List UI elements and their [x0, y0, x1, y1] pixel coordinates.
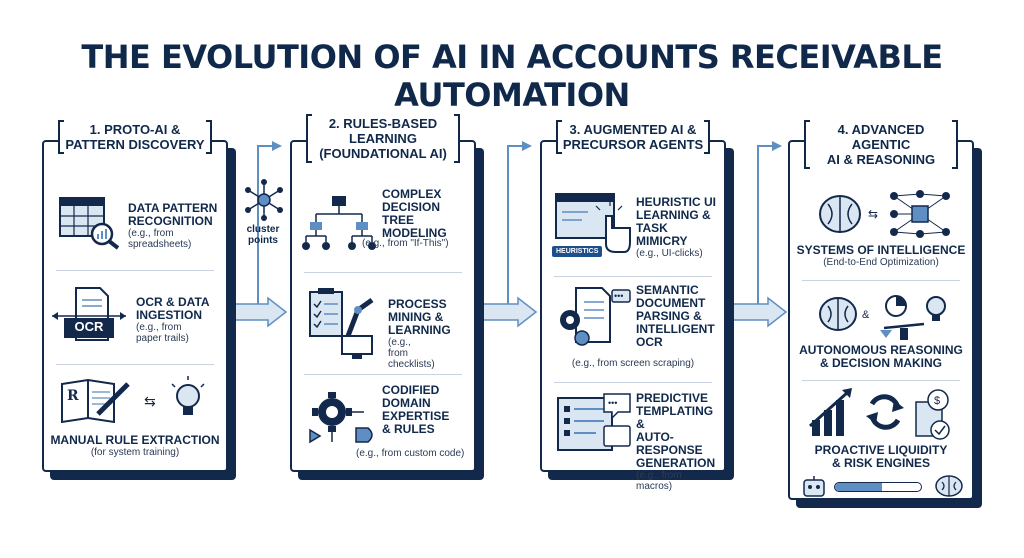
gear-logic-gates-icon	[309, 392, 373, 444]
ocr-badge: OCR	[74, 319, 104, 334]
robot-icon	[803, 476, 825, 497]
item-title: SEMANTIC DOCUMENT PARSING & INTELLIGENT …	[636, 283, 715, 349]
ocr-document-icon	[52, 287, 126, 341]
book-pen-lightbulb-icon: R ⇆	[61, 376, 205, 424]
checklist-robot-arm-icon	[309, 288, 374, 359]
document-gears-icon: •••	[560, 287, 631, 346]
item-example: (e.g., from macros)	[636, 470, 682, 492]
list-item: ⇆ SYSTEMS OF INTELLIGENCE (End-to-End Op…	[790, 178, 972, 278]
item-example: (e.g., from checklists)	[388, 337, 435, 370]
brain-neural-network-icon: ⇆	[819, 190, 950, 238]
item-example: (e.g., UI-clicks)	[636, 248, 703, 259]
column-rules-based: 2. RULES-BASED LEARNING (FOUNDATIONAL AI…	[290, 114, 484, 480]
svg-text:$: $	[934, 395, 940, 407]
arrow-3-to-4	[731, 141, 788, 328]
progress-bar	[834, 482, 922, 492]
item-example: (for system training)	[90, 447, 180, 458]
svg-text:R: R	[67, 388, 79, 404]
item-example: (e.g., from spreadsheets)	[128, 228, 192, 250]
list-item: ••• PREDICTIVE TEMPLATING & AUTO-RESPONS…	[542, 386, 724, 492]
list-item: DATA PATTERN RECOGNITION (e.g., from spr…	[44, 188, 226, 268]
spreadsheet-magnifier-icon	[59, 197, 120, 250]
item-title: DATA PATTERN RECOGNITION	[128, 201, 218, 228]
list-item: HEURISTICS HEURISTIC UI LEARNING & TASK …	[542, 182, 724, 276]
cluster-network-icon	[245, 179, 283, 221]
item-example: (e.g., from screen scraping)	[571, 358, 695, 369]
list-item: R ⇆ MANUAL RULE EXTRACTION (for system t…	[44, 368, 226, 470]
item-title: OCR & DATA INGESTION	[136, 295, 210, 322]
list-item: PROCESS MINING & LEARNING (e.g., from ch…	[292, 276, 474, 372]
arrow-2-to-3	[481, 141, 538, 328]
list-item: ••• SEMANTIC DOCUMENT PARSING & INTELLIG…	[542, 280, 724, 380]
item-title: CODIFIED DOMAIN EXPERTISE & RULES	[382, 383, 450, 436]
template-chat-icon: •••	[557, 393, 631, 451]
list-item: COMPLEX DECISION TREE MODELING (e.g., fr…	[292, 180, 474, 272]
item-example: (e.g., from custom code)	[356, 448, 465, 459]
list-item: & AUTONOMOUS REASONING & DECISION MAKING	[790, 284, 972, 378]
column-agentic-ai: 4. ADVANCED AGENTIC AI & REASONING ⇆ SYS…	[788, 120, 982, 508]
item-example: (e.g., from "If-This")	[362, 238, 449, 249]
column-heading: 2. RULES-BASED LEARNING (FOUNDATIONAL AI…	[306, 114, 460, 163]
column-augmented-ai: 3. AUGMENTED AI & PRECURSOR AGENTS HEURI…	[540, 120, 734, 492]
brain-scales-lightbulb-icon: &	[819, 295, 946, 340]
list-item: $ PROACTIVE LIQUIDITY & RISK ENGINES	[790, 382, 972, 500]
item-title: PROCESS MINING & LEARNING	[388, 297, 451, 337]
item-example: (End-to-End Optimization)	[823, 257, 939, 268]
brain-icon	[935, 475, 963, 497]
svg-text:•••: •••	[608, 398, 617, 408]
item-title: PREDICTIVE TEMPLATING & AUTO-RESPONSE GE…	[636, 391, 716, 470]
svg-text:•••: •••	[614, 291, 623, 301]
column-heading: 3. AUGMENTED AI & PRECURSOR AGENTS	[556, 120, 710, 154]
column-heading: 4. ADVANCED AGENTIC AI & REASONING	[804, 120, 958, 169]
item-title: HEURISTIC UI LEARNING & TASK MIMICRY	[636, 195, 717, 248]
item-example: (e.g., from paper trails)	[136, 322, 189, 344]
column-heading: 1. PROTO-AI & PATTERN DISCOVERY	[58, 120, 212, 154]
item-title: AUTONOMOUS REASONING & DECISION MAKING	[799, 343, 963, 370]
growth-chart-cycle-icon: $	[808, 388, 950, 440]
item-title: COMPLEX DECISION TREE MODELING	[382, 187, 447, 240]
item-title: MANUAL RULE EXTRACTION	[50, 433, 220, 447]
svg-text:⇆: ⇆	[144, 393, 156, 409]
cluster-points-label: cluster points	[246, 224, 280, 246]
arrow-1-to-2	[231, 141, 288, 328]
svg-text:⇆: ⇆	[868, 207, 878, 221]
page-title: THE EVOLUTION OF AI IN ACCOUNTS RECEIVAB…	[81, 38, 943, 114]
svg-text:&: &	[862, 309, 870, 321]
column-proto-ai: 1. PROTO-AI & PATTERN DISCOVERY DATA PAT…	[42, 120, 236, 480]
ui-cursor-hand-icon	[555, 193, 631, 253]
decision-tree-icon	[302, 196, 376, 250]
list-item: CODIFIED DOMAIN EXPERTISE & RULES (e.g.,…	[292, 378, 474, 472]
heuristics-badge: HEURISTICS	[552, 246, 603, 257]
item-title: SYSTEMS OF INTELLIGENCE	[796, 243, 966, 257]
item-title: PROACTIVE LIQUIDITY & RISK ENGINES	[814, 443, 948, 470]
list-item: OCR OCR & DATA INGESTION (e.g., from pap…	[44, 276, 226, 360]
